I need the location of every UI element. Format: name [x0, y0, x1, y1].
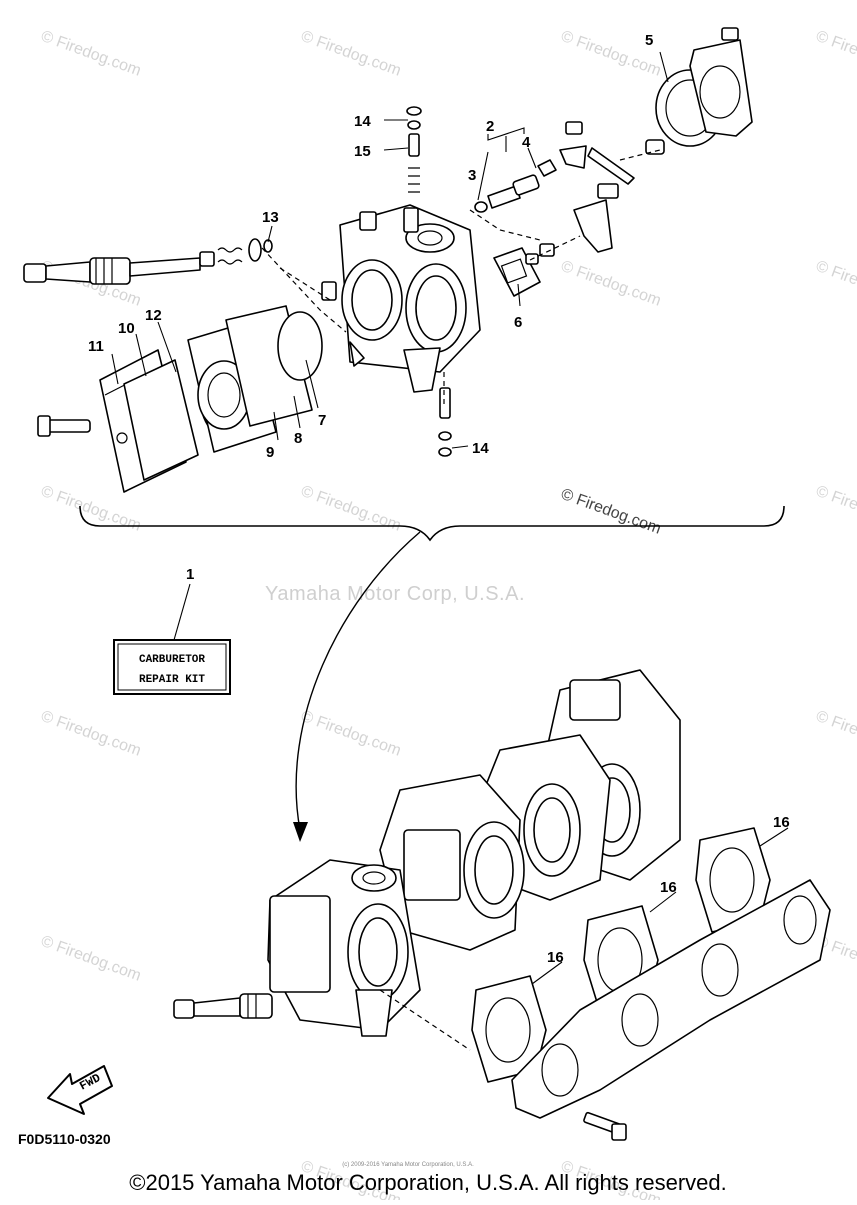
callout-2: 2 [486, 118, 494, 135]
callout-4: 4 [522, 134, 531, 151]
watermark-tile: © Firedog.com [814, 483, 857, 535]
main-jet-assembly [406, 106, 452, 457]
drawing-code: F0D5110-0320 [18, 1131, 111, 1147]
callout-13: 13 [262, 209, 279, 226]
callout-14-bottom: 14 [472, 440, 489, 457]
callout-numbers: 5 2 4 3 14 15 13 6 7 8 9 10 11 12 14 [88, 32, 653, 461]
callout-5: 5 [645, 32, 653, 49]
callout-15: 15 [354, 143, 371, 160]
copyright-footer: ©2015 Yamaha Motor Corporation, U.S.A. A… [129, 1170, 726, 1195]
watermark-tile: © Firedog.com [814, 708, 857, 760]
kit-bracket [79, 505, 785, 842]
callout-12: 12 [145, 307, 162, 324]
needle-valve-assembly [474, 121, 665, 213]
watermark-tile: © Firedog.com [299, 708, 404, 760]
callout-6: 6 [514, 314, 522, 331]
watermark-tile: © Firedog.com [39, 28, 144, 80]
callout-1: 1 [186, 566, 194, 583]
callout-16-left: 16 [547, 949, 564, 966]
adjusting-screw-assembly [23, 238, 273, 285]
watermark-tile: © Firedog.com [39, 708, 144, 760]
watermark-tile: © Firedog.com [559, 258, 664, 310]
watermark-tile: © Firedog.com [299, 483, 404, 535]
repair-kit-box: 1 CARBURETOR REPAIR KIT [113, 566, 231, 695]
guide-lines [261, 149, 661, 404]
carburetor-bank [173, 669, 681, 1051]
exploded-carburetor-view: 5 2 4 3 14 15 13 6 7 8 9 10 11 12 14 © F… [23, 27, 753, 538]
callout-11: 11 [88, 338, 104, 355]
carburetor-body-upper [321, 204, 481, 393]
pump-cover-stack [37, 305, 323, 493]
callout-7: 7 [318, 412, 326, 429]
watermark-tile: © Firedog.com [814, 258, 857, 310]
diaphragm-cover [655, 27, 753, 147]
callout-3: 3 [468, 167, 476, 184]
kit-label-line2: REPAIR KIT [139, 674, 205, 686]
fine-print: (c) 2009-2016 Yamaha Motor Corporation, … [342, 1162, 474, 1168]
callout-10: 10 [118, 320, 135, 337]
watermark-layer: © Firedog.com © Firedog.com © Firedog.co… [39, 28, 857, 1205]
watermark-tile: © Firedog.com [814, 28, 857, 80]
watermark-tile: © Firedog.com [39, 933, 144, 985]
intake-manifold [511, 879, 831, 1141]
fwd-arrow: FWD [47, 1065, 113, 1115]
callout-14-top: 14 [354, 113, 371, 130]
watermark-center: Yamaha Motor Corp, U.S.A. [265, 583, 525, 605]
callout-16-right: 16 [773, 814, 790, 831]
firedog-copyright: © Firedog.com [559, 486, 664, 538]
callout-leaders [111, 51, 669, 449]
gasket-six [493, 183, 619, 297]
callout-8: 8 [294, 430, 302, 447]
callout-9: 9 [266, 444, 274, 461]
callout-16-middle: 16 [660, 879, 677, 896]
kit-label-line1: CARBURETOR [139, 654, 205, 666]
watermark-tile: © Firedog.com [299, 28, 404, 80]
